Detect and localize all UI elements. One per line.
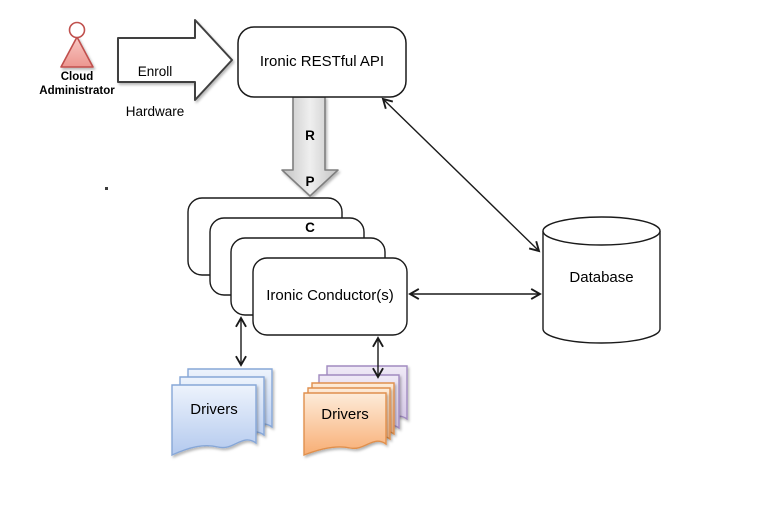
ironic-restful-api-box bbox=[237, 26, 407, 98]
admin-body-triangle bbox=[60, 36, 94, 68]
database-cylinder bbox=[542, 216, 661, 344]
conductor-box-front bbox=[252, 257, 408, 336]
enroll-hardware-block-arrow bbox=[117, 19, 233, 101]
drivers-stack-orange bbox=[303, 365, 408, 457]
database-top-ellipse bbox=[542, 216, 661, 246]
blue-doc-front bbox=[171, 384, 257, 457]
database-body bbox=[542, 231, 661, 344]
orange-doc-front bbox=[303, 392, 387, 457]
cloud-administrator-icon bbox=[60, 21, 94, 68]
stray-period-dot bbox=[105, 187, 108, 190]
ironic-conductors-stack bbox=[187, 197, 408, 336]
drivers-stack-blue bbox=[171, 368, 273, 457]
rpc-block-arrow bbox=[281, 96, 339, 197]
api-database-arrow bbox=[383, 99, 539, 251]
admin-head-circle bbox=[68, 21, 86, 39]
